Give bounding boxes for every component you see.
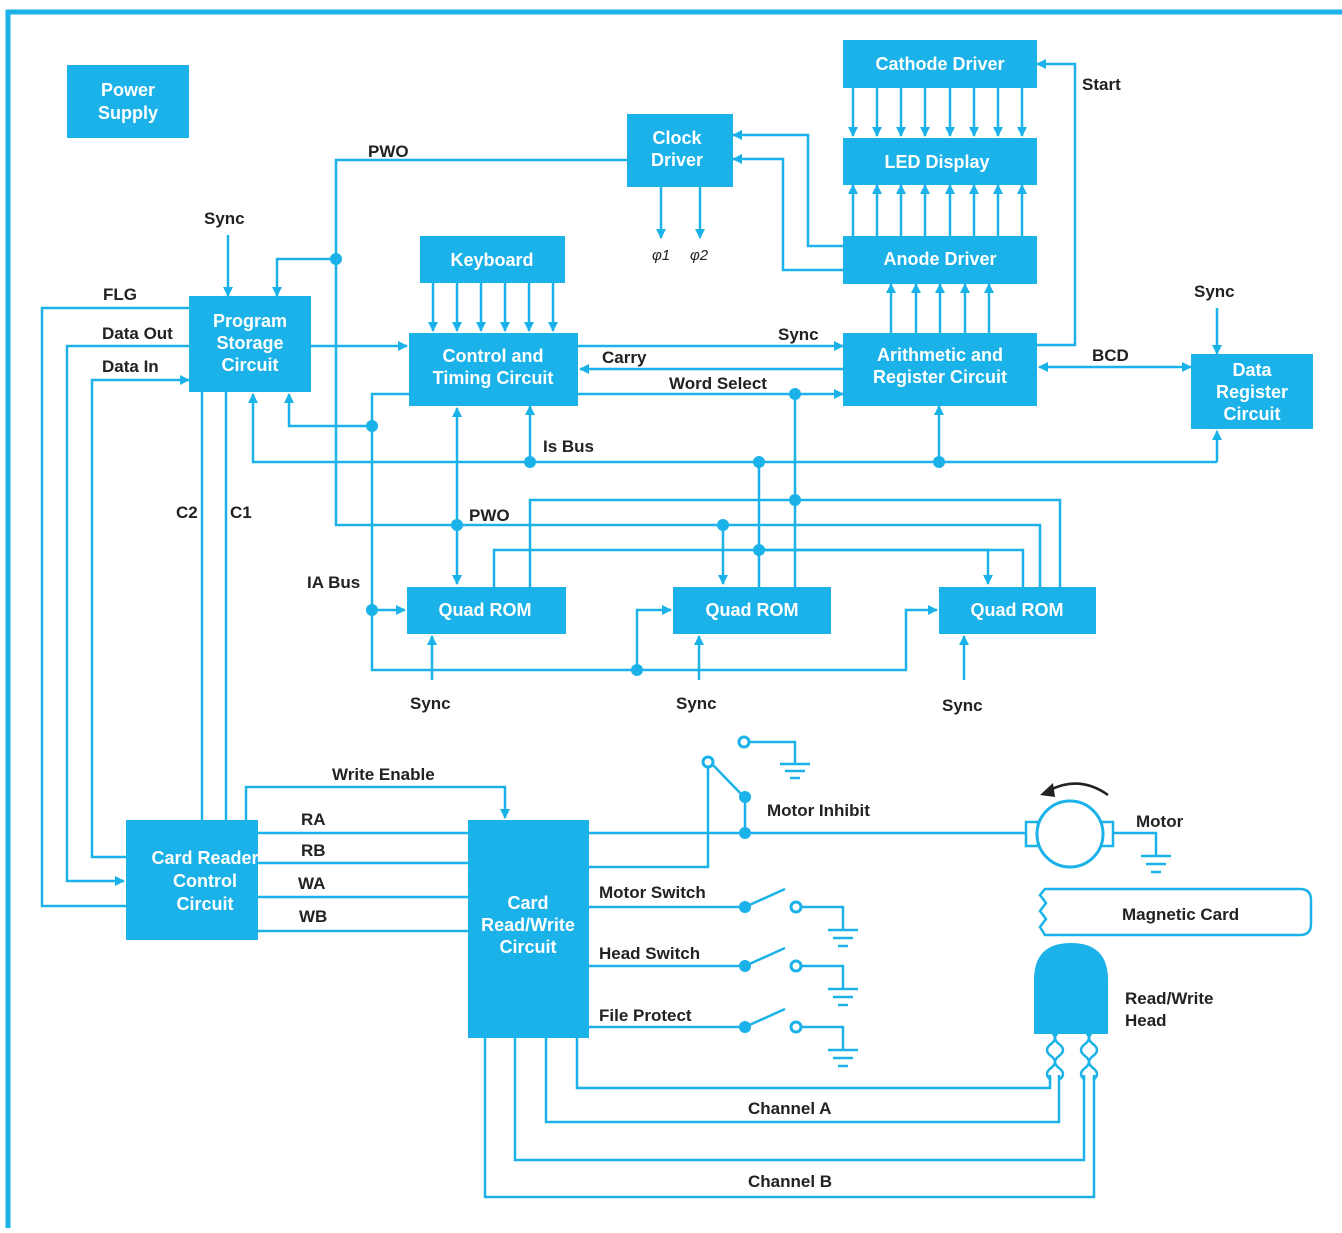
phi2-label: φ2 <box>690 247 709 264</box>
magnetic-card-label: Magnetic Card <box>1122 905 1239 924</box>
pwo-label-mid: PWO <box>469 506 510 525</box>
anode-driver-label: Anode Driver <box>883 249 996 269</box>
data-register-label-2: Register <box>1216 382 1288 402</box>
power-supply-label-1: Power <box>101 80 155 100</box>
arithmetic-register-label-2: Register Circuit <box>873 367 1007 387</box>
data-out-label: Data Out <box>102 324 173 343</box>
ia-bus-label: IA Bus <box>307 573 360 592</box>
control-timing-block <box>409 333 578 406</box>
program-storage-label-2: Storage <box>216 333 283 353</box>
card-rw-circuit-block <box>468 820 589 1038</box>
arithmetic-register-label-1: Arithmetic and <box>877 345 1003 365</box>
card-rw-label-1: Card <box>507 893 548 913</box>
power-supply-label-2: Supply <box>98 103 158 123</box>
data-register-label-3: Circuit <box>1223 404 1280 424</box>
rw-head-label-1: Read/Write <box>1125 989 1214 1008</box>
sync-label-arith: Sync <box>778 325 819 344</box>
bcd-label: BCD <box>1092 346 1129 365</box>
card-reader-control-label-3: Circuit <box>176 894 233 914</box>
wiring <box>40 59 1222 1199</box>
page-border <box>5 9 1342 1228</box>
program-storage-label-1: Program <box>213 311 287 331</box>
led-display-label: LED Display <box>884 152 989 172</box>
data-in-label: Data In <box>102 357 159 376</box>
quad-rom-2-label: Quad ROM <box>706 600 799 620</box>
card-rw-label-3: Circuit <box>499 937 556 957</box>
arithmetic-register-block <box>843 333 1037 406</box>
sync-label-rom3: Sync <box>942 696 983 715</box>
cathode-driver-block <box>843 40 1037 88</box>
card-reader-control-label-1: Card Reader <box>151 848 258 868</box>
head-switch-label: Head Switch <box>599 944 700 963</box>
start-label: Start <box>1082 75 1121 94</box>
data-register-label-1: Data <box>1232 360 1272 380</box>
power-supply-block <box>67 65 189 138</box>
sync-label-rom2: Sync <box>676 694 717 713</box>
quad-rom-2-block <box>673 587 831 634</box>
motor-icon <box>1024 782 1115 869</box>
program-storage-label-3: Circuit <box>221 355 278 375</box>
control-timing-label-2: Timing Circuit <box>433 368 554 388</box>
sync-label-data-reg: Sync <box>1194 282 1235 301</box>
sync-label-rom1: Sync <box>410 694 451 713</box>
open-contacts <box>701 735 803 1034</box>
wb-label: WB <box>299 907 327 926</box>
clock-driver-block <box>627 114 733 187</box>
card-reader-control-label-2: Control <box>173 871 237 891</box>
channel-a-label: Channel A <box>748 1099 831 1118</box>
magnetic-card-icon <box>1038 887 1313 937</box>
motor-label: Motor <box>1136 812 1184 831</box>
head-leads <box>1045 1031 1099 1081</box>
ra-label: RA <box>301 810 326 829</box>
sync-label-program: Sync <box>204 209 245 228</box>
clock-driver-label-1: Clock <box>652 128 702 148</box>
card-rw-label-2: Read/Write <box>481 915 575 935</box>
led-display-block <box>843 138 1037 185</box>
carry-label: Carry <box>602 348 647 367</box>
program-storage-block <box>189 296 311 392</box>
card-reader-control-block <box>126 820 258 940</box>
motor-switch-label: Motor Switch <box>599 883 706 902</box>
phi1-label: φ1 <box>652 247 670 264</box>
quad-rom-3-label: Quad ROM <box>971 600 1064 620</box>
keyboard-label: Keyboard <box>450 250 533 270</box>
quad-rom-1-label: Quad ROM <box>439 600 532 620</box>
c2-label: C2 <box>176 503 198 522</box>
rw-head-label-2: Head <box>1125 1011 1167 1030</box>
rb-label: RB <box>301 841 326 860</box>
flg-label: FLG <box>103 285 137 304</box>
motor-inhibit-label: Motor Inhibit <box>767 801 870 820</box>
quad-rom-1-block <box>407 587 566 634</box>
c1-label: C1 <box>230 503 252 522</box>
read-write-head-icon <box>1034 943 1108 1034</box>
pwo-label-top: PWO <box>368 142 409 161</box>
junction-dots <box>330 253 945 1033</box>
channel-b-label: Channel B <box>748 1172 832 1191</box>
is-bus-label: Is Bus <box>543 437 594 456</box>
file-protect-label: File Protect <box>599 1006 692 1025</box>
wa-label: WA <box>298 874 325 893</box>
cathode-driver-label: Cathode Driver <box>875 54 1004 74</box>
control-timing-label-1: Control and <box>443 346 544 366</box>
keyboard-block <box>420 236 565 283</box>
anode-driver-block <box>843 236 1037 284</box>
quad-rom-3-block <box>939 587 1096 634</box>
write-enable-label: Write Enable <box>332 765 435 784</box>
word-select-label: Word Select <box>669 374 767 393</box>
clock-driver-label-2: Driver <box>651 150 703 170</box>
data-register-block <box>1191 354 1313 429</box>
